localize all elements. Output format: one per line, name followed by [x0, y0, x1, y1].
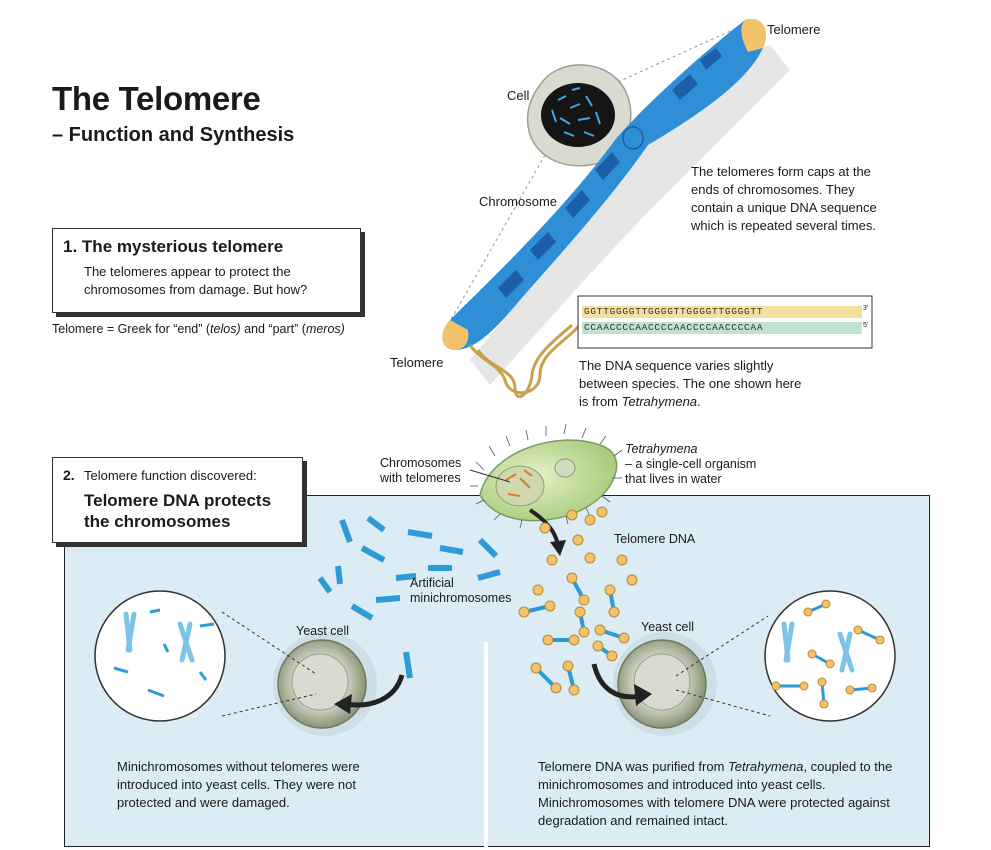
telomere-bottom-label: Telomere [390, 355, 444, 370]
telomere-dna-label: Telomere DNA [614, 532, 696, 546]
yeast-right-label: Yeast cell [641, 620, 695, 634]
cell-illustration [526, 64, 632, 167]
yeast-left-label: Yeast cell [296, 624, 350, 638]
magnified-view-left [94, 590, 226, 722]
dna-varies-main: The DNA sequence varies slightly between… [579, 358, 802, 409]
magnified-view-right [764, 590, 896, 722]
page-title: The Telomere [52, 80, 261, 117]
caption-right-suffix: , coupled to the minichromosomes and int… [538, 759, 893, 828]
greek-note: Telomere = Greek for “end” (telos) and “… [52, 322, 345, 336]
section1-box: 1. The mysterious telomere The telomeres… [52, 228, 361, 313]
dna-varies-text: The DNA sequence varies slightly between… [579, 357, 809, 411]
greek-mid: and “part” ( [240, 322, 306, 336]
dna-period: . [697, 394, 701, 409]
organism-description: – a single-cell organism that lives in w… [625, 457, 757, 486]
section1-number: 1. [63, 237, 78, 256]
yeast-cell-left [273, 632, 377, 736]
caps-text: The telomeres form caps at the ends of c… [691, 164, 877, 233]
telomere-top-label: Telomere [767, 22, 821, 37]
yeast-cell-right [613, 632, 717, 736]
cell-label: Cell [507, 88, 530, 103]
caption-left: Minichromosomes without telomeres were i… [117, 759, 360, 810]
dna-bottom-end: 5' [863, 322, 869, 329]
artificial-minichromosomes-label: Artificial minichromosomes [410, 576, 512, 605]
telomere-dna-pieces [518, 506, 638, 696]
section2-number: 2. [63, 467, 75, 483]
page-subtitle: – Function and Synthesis [52, 124, 295, 146]
section2-heading: Telomere DNA protects the chromosomes [84, 490, 271, 532]
chromosome-illustration [442, 18, 767, 351]
tetrahymena-illustration [470, 423, 623, 529]
section1-heading: 1. The mysterious telomere [63, 237, 283, 257]
section2-heading-line2: the chromosomes [84, 512, 231, 531]
artificial-minichromosomes [317, 515, 501, 679]
dna-bottom-strand: CCAACCCCAACCCCAACCCCAACCCCAA [584, 322, 764, 333]
dna-top-end: 3' [863, 305, 869, 312]
greek-meros: meros) [305, 322, 345, 336]
caption-right-prefix: Telomere DNA was purified from [538, 759, 729, 774]
caption-right: Telomere DNA was purified from Tetrahyme… [538, 758, 898, 830]
dna-species: Tetrahymena [621, 394, 698, 409]
section2-box: 2. Telomere function discovered: Telomer… [52, 457, 303, 543]
panel-divider [484, 642, 488, 848]
caption-right-species: Tetrahymena [728, 759, 804, 774]
section1-body: The telomeres appear to protect the chro… [84, 264, 308, 297]
organism-name: Tetrahymena [625, 442, 698, 456]
greek-prefix: Telomere = Greek for “end” ( [52, 322, 211, 336]
dna-top-strand: GGTTGGGGTTGGGGTTGGGGTTGGGGTT [584, 306, 764, 317]
section1-title: The mysterious telomere [81, 237, 284, 256]
section2-subheading: Telomere function discovered: [84, 468, 257, 483]
greek-telos: telos) [210, 322, 241, 336]
section2-heading-line1: Telomere DNA protects [84, 491, 272, 510]
chromosomes-with-telomeres-label: Chromosomes with telomeres [380, 456, 462, 485]
chromosome-label: Chromosome [479, 194, 558, 209]
